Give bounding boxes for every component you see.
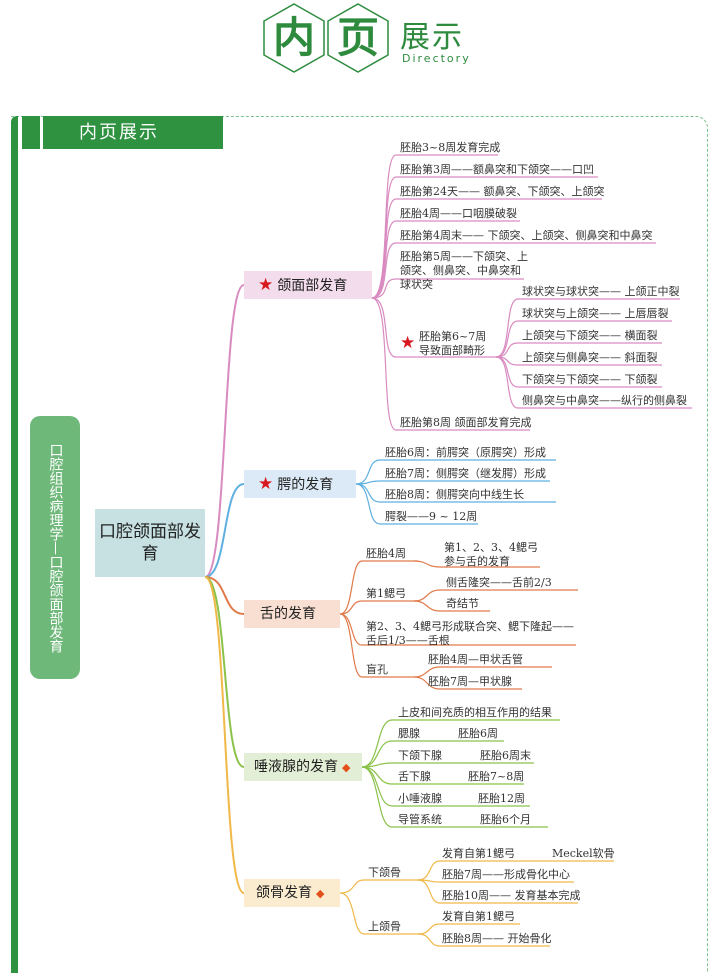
list-item: 胚胎8周：侧腭突向中线生长: [385, 488, 524, 501]
gland-value: 胚胎6周: [458, 727, 498, 740]
header-hexagon-2: 页: [322, 2, 394, 74]
gland-name: 舌下腺: [398, 770, 431, 783]
star-icon: ★: [258, 474, 274, 494]
list-item: 胚胎4周—甲状舌管: [428, 653, 523, 666]
header-title-char2: 页: [336, 13, 379, 62]
group-label: 胚胎4周: [366, 547, 406, 560]
header-title-rest: 展示: [400, 20, 464, 55]
category-face-development: ★颌面部发育: [244, 271, 372, 299]
list-item: 胚胎第5周——下颌突、上颌突、侧鼻突、中鼻突和球状突: [400, 250, 528, 291]
gland-value: 胚胎7~8周: [468, 770, 525, 783]
list-item: 侧舌隆突——舌前2/3: [446, 576, 552, 589]
list-item: 腭裂——9 ~ 12周: [385, 510, 478, 523]
gland-name: 下颌下腺: [398, 749, 442, 762]
list-item: 胚胎7周—甲状腺: [428, 675, 512, 688]
category-salivary-gland: 唾液腺的发育◆: [244, 753, 362, 781]
tab-accent: [22, 116, 40, 149]
list-item: 侧鼻突与中鼻突——纵行的侧鼻裂: [522, 394, 687, 407]
section-tab: 内页展示: [43, 116, 223, 149]
group-label: 第1鳃弓: [366, 587, 406, 600]
content-frame: [11, 116, 708, 973]
list-item: 发育自第1鳃弓: [442, 910, 515, 923]
side-label: 口腔组织病理学—口腔颌面部发育: [30, 416, 80, 679]
group-label: 下颌骨: [368, 866, 401, 879]
list-item: 胚胎第8周 颌面部发育完成: [400, 416, 532, 429]
gland-name: 腮腺: [398, 727, 420, 740]
star-icon: ★: [400, 333, 416, 353]
category-tongue-development: 舌的发育: [244, 600, 340, 628]
group-label: 上颌骨: [368, 920, 401, 933]
list-item: 发育自第1鳃弓: [442, 847, 515, 860]
root-node: 口腔颌面部发育: [95, 509, 205, 577]
gland-name: 小唾液腺: [398, 792, 442, 805]
sub-node-malformation: ★ 胚胎第6~7周导致面部畸形: [400, 330, 487, 357]
list-item: 上颌突与下颌突—— 横面裂: [522, 329, 658, 342]
list-item: 胚胎第4周末—— 下颌突、上颌突、侧鼻突和中鼻突: [400, 229, 653, 242]
group-label: 第2、3、4鳃弓形成联合突、鳃下隆起——舌后1/3——舌根: [366, 620, 574, 647]
list-item: 胚胎8周—— 开始骨化: [442, 932, 552, 945]
list-item: 奇结节: [446, 597, 479, 610]
diamond-icon: ◆: [342, 761, 351, 774]
list-item: 胚胎7周：侧腭突（继发腭）形成: [385, 467, 546, 480]
list-item: 胚胎7周——形成骨化中心: [442, 868, 570, 881]
hexagon-icon: [327, 3, 389, 73]
gland-name: 导管系统: [398, 813, 442, 826]
list-item: 第1、2、3、4鳃弓参与舌的发育: [444, 541, 538, 568]
list-item: 球状突与上颌突—— 上唇唇裂: [522, 307, 669, 320]
list-item: 胚胎10周—— 发育基本完成: [442, 889, 581, 902]
diamond-icon: ◆: [316, 887, 325, 900]
header-hexagon-1: 内: [258, 2, 330, 74]
hexagon-icon: [263, 3, 325, 73]
list-item: Meckel软骨: [552, 847, 615, 860]
frame-left-bar: [11, 116, 18, 973]
gland-value: 胚胎12周: [478, 792, 525, 805]
gland-value: 胚胎6个月: [480, 813, 531, 826]
list-item: 上颌突与侧鼻突—— 斜面裂: [522, 351, 658, 364]
header-title-char1: 内: [272, 13, 315, 62]
group-label: 盲孔: [366, 663, 388, 676]
list-item: 胚胎3~8周发育完成: [400, 141, 501, 154]
category-jaw-bone: 颌骨发育◆: [244, 879, 340, 907]
header-subtitle: Directory: [402, 52, 471, 65]
list-item: 胚胎第24天—— 额鼻突、下颌突、上颌突: [400, 185, 605, 198]
star-icon: ★: [258, 275, 274, 295]
gland-value: 胚胎6周末: [480, 749, 531, 762]
list-item: 下颌突与下颌突—— 下颌裂: [522, 373, 658, 386]
list-item: 球状突与球状突—— 上颌正中裂: [522, 285, 680, 298]
list-item: 胚胎第3周——额鼻突和下颌突——口凹: [400, 163, 594, 176]
list-item: 胚胎6周：前腭突（原腭突）形成: [385, 446, 546, 459]
category-palate-development: ★腭的发育: [244, 470, 356, 498]
list-item: 上皮和间充质的相互作用的结果: [398, 706, 552, 719]
list-item: 胚胎4周——口咽膜破裂: [400, 207, 517, 220]
